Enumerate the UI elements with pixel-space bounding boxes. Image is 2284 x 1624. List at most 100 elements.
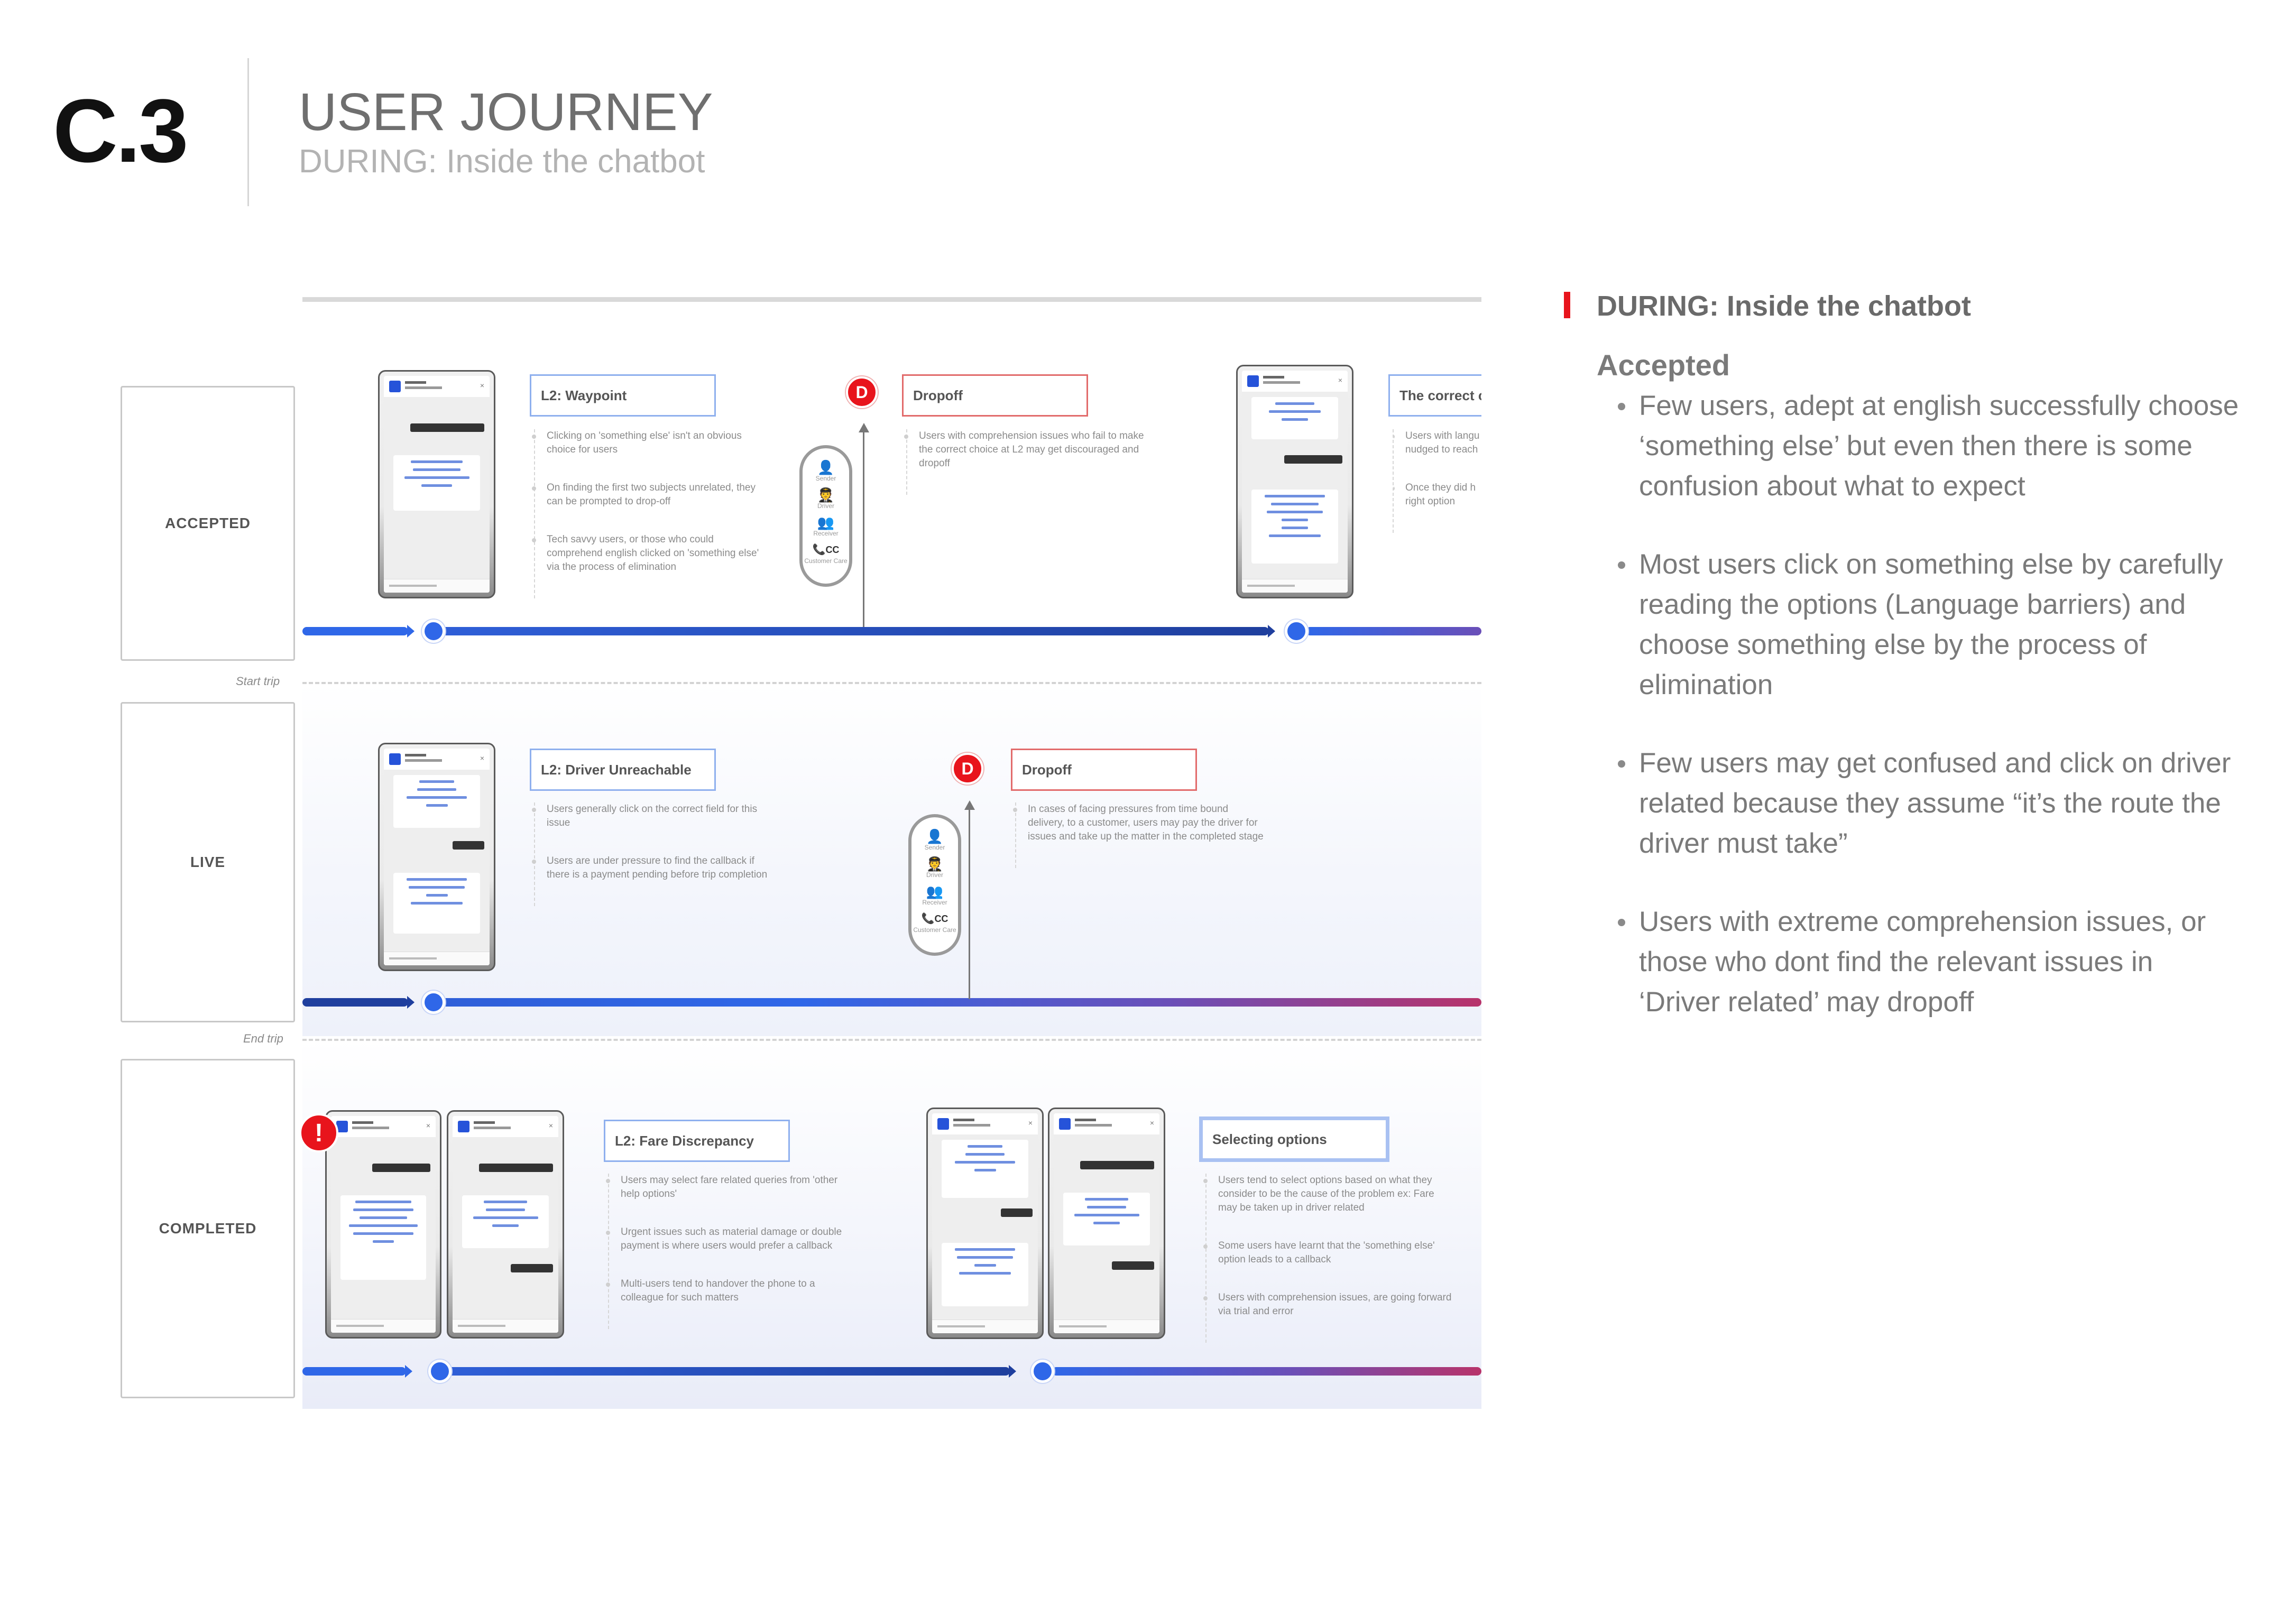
summary-bullet: Few users, adept at english successfully… bbox=[1618, 386, 2242, 506]
timeline-arrow-head bbox=[407, 625, 415, 638]
dropoff-line bbox=[969, 809, 970, 999]
dropoff-notes: Users with comprehension issues who fail… bbox=[904, 429, 1155, 495]
chatbot-screen-driver-related: × bbox=[926, 1108, 1044, 1339]
section-marker bbox=[1564, 292, 1570, 318]
actor-receiver: 👥Receiver bbox=[922, 883, 947, 906]
note: On finding the first two subjects unrela… bbox=[532, 481, 761, 509]
note: Users with langu nudged to reach bbox=[1394, 429, 1481, 457]
driver-icon: 🧑‍✈️ bbox=[817, 487, 835, 503]
summary-subheading: Accepted bbox=[1597, 348, 1730, 382]
dropoff-marker: D bbox=[952, 753, 983, 785]
timeline-node bbox=[422, 991, 445, 1014]
chatbot-screen-payment-related: × bbox=[447, 1110, 564, 1339]
note: Users with comprehension issues, are goi… bbox=[1203, 1291, 1454, 1318]
step-card-waypoint: L2: Waypoint bbox=[530, 374, 716, 417]
actor-receiver: 👥Receiver bbox=[813, 514, 839, 537]
note: Users tend to select options based on wh… bbox=[1203, 1174, 1454, 1215]
page-title: USER JOURNEY bbox=[299, 82, 713, 142]
dropoff-arrow-head bbox=[859, 423, 869, 432]
actor-driver: 🧑‍✈️Driver bbox=[926, 856, 944, 879]
timeline-arrow-head bbox=[1268, 625, 1275, 638]
driver-icon: 🧑‍✈️ bbox=[926, 856, 944, 872]
live-timeline-main bbox=[436, 998, 1481, 1007]
page-subtitle: DURING: Inside the chatbot bbox=[299, 143, 705, 180]
note: Some users have learnt that the 'somethi… bbox=[1203, 1239, 1454, 1267]
note: Urgent issues such as material damage or… bbox=[606, 1225, 846, 1253]
board-top-rule bbox=[302, 297, 1481, 302]
summary-heading: DURING: Inside the chatbot bbox=[1597, 290, 1972, 322]
timeline-arrow-head bbox=[405, 1365, 412, 1378]
chatbot-screen-fare-options: × bbox=[325, 1110, 441, 1339]
dropoff-line bbox=[863, 431, 864, 627]
driver-unreachable-notes: Users generally click on the correct fie… bbox=[532, 802, 772, 906]
step-card-driver-unreachable: L2: Driver Unreachable bbox=[530, 749, 716, 791]
lane-label-completed: COMPLETED bbox=[121, 1059, 295, 1398]
receiver-icon: 👥 bbox=[817, 514, 835, 530]
timeline-node bbox=[1031, 1360, 1054, 1383]
chatbot-screen-waypoint: × bbox=[378, 370, 495, 598]
receiver-icon: 👥 bbox=[926, 883, 944, 899]
timeline-arrow-head bbox=[407, 996, 415, 1009]
note: Clicking on 'something else' isn't an ob… bbox=[532, 429, 761, 457]
lane-label-accepted: ACCEPTED bbox=[121, 386, 295, 661]
step-card-fare-discrepancy: L2: Fare Discrepancy bbox=[604, 1120, 790, 1162]
accepted-timeline-end bbox=[1306, 627, 1481, 635]
note: In cases of facing pressures from time b… bbox=[1013, 802, 1264, 844]
step-card-correct-choice: The correct c bbox=[1388, 374, 1481, 417]
note: Users with comprehension issues who fail… bbox=[904, 429, 1155, 470]
actor-sender: 👤Sender bbox=[924, 828, 945, 851]
timeline-node bbox=[422, 620, 445, 643]
completed-timeline-end bbox=[1052, 1367, 1481, 1376]
header-divider bbox=[247, 58, 249, 206]
chatbot-screen-driver-unreachable: × bbox=[378, 743, 495, 971]
note: Users are under pressure to find the cal… bbox=[532, 854, 772, 882]
accepted-timeline-start bbox=[302, 627, 408, 635]
step-card-selecting-options: Selecting options bbox=[1199, 1116, 1389, 1162]
dropoff-arrow-head bbox=[964, 800, 975, 810]
lane-label-live: LIVE bbox=[121, 702, 295, 1022]
summary-list: Few users, adept at english successfully… bbox=[1618, 386, 2242, 1060]
start-trip-label: Start trip bbox=[236, 675, 280, 688]
step-card-dropoff: Dropoff bbox=[902, 374, 1088, 417]
phone-icon: 📞CC bbox=[812, 544, 840, 556]
live-timeline-start bbox=[302, 998, 408, 1007]
note: Multi-users tend to handover the phone t… bbox=[606, 1277, 846, 1305]
note: Once they did h right option bbox=[1394, 481, 1481, 509]
accepted-timeline-mid bbox=[436, 627, 1269, 635]
actor-driver: 🧑‍✈️Driver bbox=[817, 487, 835, 510]
actor-sender: 👤Sender bbox=[815, 459, 836, 482]
summary-bullet: Most users click on something else by ca… bbox=[1618, 545, 2242, 705]
note: Users may select fare related queries fr… bbox=[606, 1174, 846, 1201]
chatbot-screen-payment-options: × bbox=[1048, 1108, 1165, 1339]
start-trip-divider bbox=[302, 682, 1481, 684]
selecting-notes: Users tend to select options based on wh… bbox=[1203, 1174, 1454, 1343]
completed-timeline-mid bbox=[442, 1367, 1010, 1376]
live-lane-band bbox=[302, 682, 1481, 1036]
dropoff-marker: D bbox=[846, 376, 878, 408]
end-trip-label: End trip bbox=[243, 1032, 283, 1045]
fare-notes: Users may select fare related queries fr… bbox=[606, 1174, 846, 1329]
phone-icon: 📞CC bbox=[921, 913, 948, 925]
step-card-dropoff-live: Dropoff bbox=[1011, 749, 1197, 791]
correct-choice-notes: Users with langu nudged to reach Once th… bbox=[1393, 429, 1481, 533]
timeline-node bbox=[428, 1360, 452, 1383]
sender-icon: 👤 bbox=[926, 828, 944, 844]
completed-timeline-start bbox=[302, 1367, 406, 1376]
section-code: C.3 bbox=[53, 81, 189, 181]
sender-icon: 👤 bbox=[817, 459, 835, 475]
note: Users generally click on the correct fie… bbox=[532, 802, 772, 830]
summary-bullet: Few users may get confused and click on … bbox=[1618, 743, 2242, 864]
dropoff-live-notes: In cases of facing pressures from time b… bbox=[1013, 802, 1264, 868]
waypoint-notes: Clicking on 'something else' isn't an ob… bbox=[532, 429, 761, 598]
chatbot-screen-correct-choice: × bbox=[1236, 365, 1353, 598]
note: Tech savvy users, or those who could com… bbox=[532, 533, 761, 574]
summary-bullet: Users with extreme comprehension issues,… bbox=[1618, 902, 2242, 1022]
timeline-node bbox=[1285, 620, 1308, 643]
end-trip-divider bbox=[302, 1039, 1481, 1041]
timeline-arrow-head bbox=[1009, 1365, 1016, 1378]
alert-icon: ! bbox=[299, 1113, 338, 1152]
